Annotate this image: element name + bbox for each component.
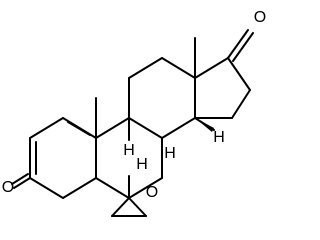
- bond-a-ring-6: [29, 117, 64, 139]
- bond-d-ring-2: [227, 57, 251, 91]
- bond-c-ring-2: [128, 57, 163, 79]
- bond-d-ring-1: [194, 57, 229, 79]
- bond-d-ketone-double: [232, 32, 254, 62]
- hydrogen-label-6: H: [136, 156, 148, 173]
- bond-b-ring-5: [95, 177, 130, 199]
- bond-b-ring-2: [128, 117, 163, 139]
- stereo-wedge-14: [195, 118, 214, 132]
- bond-d-ring-3: [231, 89, 251, 119]
- bond-b-ring-1: [95, 117, 130, 139]
- bond-epoxide-3: [128, 197, 147, 217]
- steroid-structure-diagram: O O O H H H H: [2, 9, 266, 217]
- bond-c-ring-3: [161, 57, 196, 79]
- oxygen-label-epoxide: O: [146, 184, 158, 201]
- hydrogen-label-8: H: [164, 145, 176, 162]
- bond-a-ketone-double: [11, 173, 29, 185]
- label-layer: O O O H H H H: [2, 9, 266, 201]
- bond-layer: [11, 29, 254, 217]
- oxygen-label-d-ring: O: [254, 9, 266, 26]
- bond-a-ring-3: [62, 177, 97, 199]
- hydrogen-label-9: H: [123, 142, 135, 159]
- bond-c-ring-5: [161, 117, 196, 139]
- bond-a-ketone: [13, 177, 31, 189]
- bond-a-ring-2: [29, 177, 64, 199]
- oxygen-label-a-ring: O: [2, 179, 14, 196]
- bond-epoxide-1: [111, 197, 130, 217]
- hydrogen-label-14: H: [213, 129, 225, 146]
- stereo-layer: [195, 118, 214, 132]
- bond-d-ketone: [227, 29, 249, 59]
- bond-b-ring-4: [128, 177, 163, 199]
- bond-a-ring-double-2: [67, 121, 91, 136]
